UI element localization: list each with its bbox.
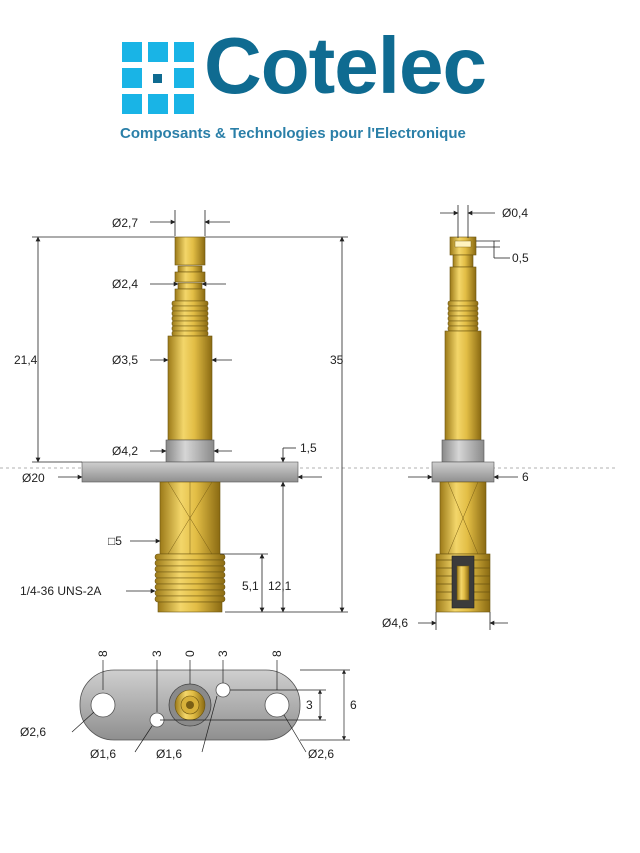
dim-thread-len: 5,1 (242, 579, 259, 593)
dim-d-tip: Ø0,4 (502, 206, 528, 220)
brand-name: Cotelec (204, 21, 487, 110)
dim-flange-h: 6 (522, 470, 529, 484)
dim-h-upper: 21,4 (14, 353, 38, 367)
dim-d-collar: Ø4,2 (112, 444, 138, 458)
dim-hole-right: Ø2,6 (308, 747, 334, 761)
dim-thread: 1/4-36 UNS-2A (20, 584, 101, 598)
dim-tip-depth: 0,5 (512, 251, 529, 265)
dim-height-inner: 3 (306, 698, 313, 712)
dim-flange-th: 1,5 (300, 441, 317, 455)
left-view: Ø2,7 Ø2,4 Ø3,5 Ø4,2 Ø20 □5 1/4-36 UNS-2A… (14, 210, 348, 613)
bottom-view: 8 3 0 3 8 Ø2,6 Ø1,6 Ø1,6 Ø2,6 3 6 (20, 650, 357, 761)
pos-center: 0 (183, 650, 197, 657)
logo-mark (122, 42, 194, 114)
dim-height-outer: 6 (350, 698, 357, 712)
dim-lower-len: 12,1 (268, 579, 292, 593)
dim-d-flange: Ø20 (22, 471, 45, 485)
dim-d-groove: Ø2,4 (112, 277, 138, 291)
dim-d-top: Ø2,7 (112, 216, 138, 230)
dim-hole-left: Ø2,6 (20, 725, 46, 739)
dim-hole-small-left: Ø1,6 (90, 747, 116, 761)
dim-hole-small-center: Ø1,6 (156, 747, 182, 761)
right-view: Ø0,4 0,5 6 Ø4,6 (382, 205, 529, 630)
dim-square: □5 (108, 534, 122, 548)
pos-mid-left: 3 (150, 650, 164, 657)
dim-h-total: 35 (330, 353, 344, 367)
pos-mid-right: 3 (216, 650, 230, 657)
pos-right: 8 (270, 650, 284, 657)
dim-d-bottom: Ø4,6 (382, 616, 408, 630)
dim-d-body: Ø3,5 (112, 353, 138, 367)
pos-left: 8 (96, 650, 110, 657)
brand-tagline: Composants & Technologies pour l'Electro… (120, 125, 466, 142)
